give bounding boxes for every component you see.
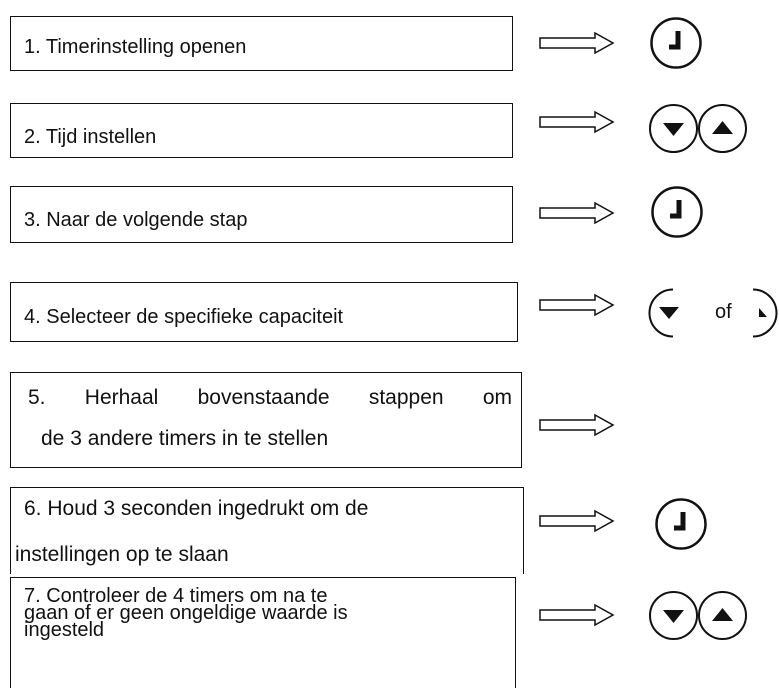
step-7-line-3: ingesteld [24,619,105,641]
step-1-box: 1. Timerinstelling openen [10,16,513,71]
step-5-line-2: de 3 andere timers in te stellen [41,427,329,450]
up-arrow-icon [698,104,747,153]
double-line-right-arrow-icon [539,293,615,317]
up-arrow-icon [752,288,778,338]
step-6-box: 6. Houd 3 seconden ingedrukt om de inste… [10,487,524,574]
double-line-right-arrow-icon [539,509,615,533]
step-7-line-1: 7. Controleer de 4 timers om na te [24,585,328,607]
step-5-line-1: 5. Herhaal bovenstaande stappen om [28,386,512,409]
clock-icon [651,186,703,238]
double-line-right-arrow-icon [539,413,615,437]
down-arrow-icon [649,104,698,153]
step-2-text: 2. Tijd instellen [24,126,157,148]
step-2-box: 2. Tijd instellen [10,103,513,158]
step-7-box: 7. Controleer de 4 timers om na te gaan … [10,577,516,688]
step-7-line-2: gaan of er geen ongeldige waarde is [24,602,348,624]
step-4-text: 4. Selecteer de specifieke capaciteit [24,306,344,328]
clock-icon [650,17,702,69]
step-3-text: 3. Naar de volgende stap [24,209,248,231]
up-arrow-icon [698,591,747,640]
step-6-line-2: instellingen op te slaan [15,543,229,566]
double-line-right-arrow-icon [539,201,615,225]
step-5-box: 5. Herhaal bovenstaande stappen om de 3 … [10,372,522,468]
clock-icon [655,498,707,550]
double-line-right-arrow-icon [539,31,615,55]
double-line-right-arrow-icon [539,603,615,627]
step-4-box: 4. Selecteer de specifieke capaciteit [10,282,518,342]
down-arrow-icon [649,591,698,640]
step-1-text: 1. Timerinstelling openen [24,36,247,58]
double-line-right-arrow-icon [539,110,615,134]
down-arrow-icon [648,288,679,338]
step-3-box: 3. Naar de volgende stap [10,186,513,243]
step-4-connector: of [715,301,732,323]
step-6-line-1: 6. Houd 3 seconden ingedrukt om de [24,497,369,520]
